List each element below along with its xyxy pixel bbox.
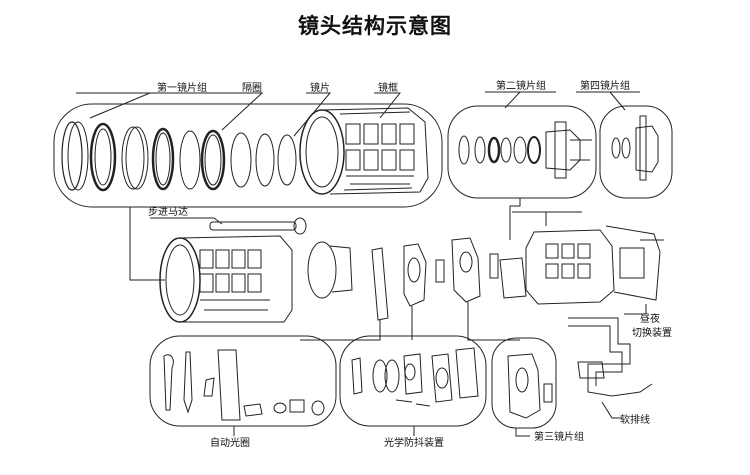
iris-box [149, 335, 337, 427]
group4-callout [576, 91, 640, 111]
group3-callout [515, 428, 530, 437]
label-antishake: 光学防抖装置 [384, 436, 444, 449]
antishake-parts [351, 347, 479, 407]
antishake-box [339, 335, 487, 427]
lens-frame-drawing [299, 107, 429, 195]
group2-lens-stack [458, 121, 592, 179]
label-lens: 镜片 [310, 81, 330, 94]
group3-connector [467, 302, 520, 341]
group1-lens-stack [61, 121, 297, 192]
flex-callout [601, 401, 622, 419]
iris-connector [300, 320, 381, 341]
label-group1: 第一镜片组 [157, 81, 207, 94]
label-group4: 第四镜片组 [580, 79, 630, 92]
group1-to-assembly-line [129, 207, 165, 281]
group1-callout [76, 92, 240, 119]
group2-to-assembly-line [509, 198, 521, 240]
group4-box [599, 105, 673, 199]
iris-parts [163, 349, 325, 421]
label-frame: 镜框 [378, 81, 398, 94]
group3-box [491, 337, 557, 429]
group2-callout [485, 91, 556, 109]
label-daynight-2: 切换装置 [632, 326, 672, 339]
label-spacer: 隔圈 [242, 82, 262, 94]
group1-box [53, 103, 443, 208]
label-stepper: 步进马达 [148, 206, 188, 218]
label-flex: 软排线 [620, 413, 650, 426]
frame-callout [374, 92, 402, 119]
label-group3: 第三镜片组 [534, 430, 584, 443]
label-daynight-1: 昼夜 [640, 312, 660, 325]
middle-parts [307, 237, 527, 321]
daynight-callout [624, 304, 647, 315]
rear-assembly-drawing [512, 211, 664, 397]
spacer-callout [221, 92, 264, 131]
assembled-lens-drawing [159, 217, 307, 323]
label-iris: 自动光圈 [210, 436, 250, 449]
group2-box [447, 105, 597, 199]
group4-lens-stack [611, 115, 659, 181]
stepper-callout [150, 217, 223, 225]
label-group2: 第二镜片组 [496, 79, 546, 92]
group3-parts [507, 353, 553, 419]
diagram-title: 镜头结构示意图 [298, 13, 452, 38]
